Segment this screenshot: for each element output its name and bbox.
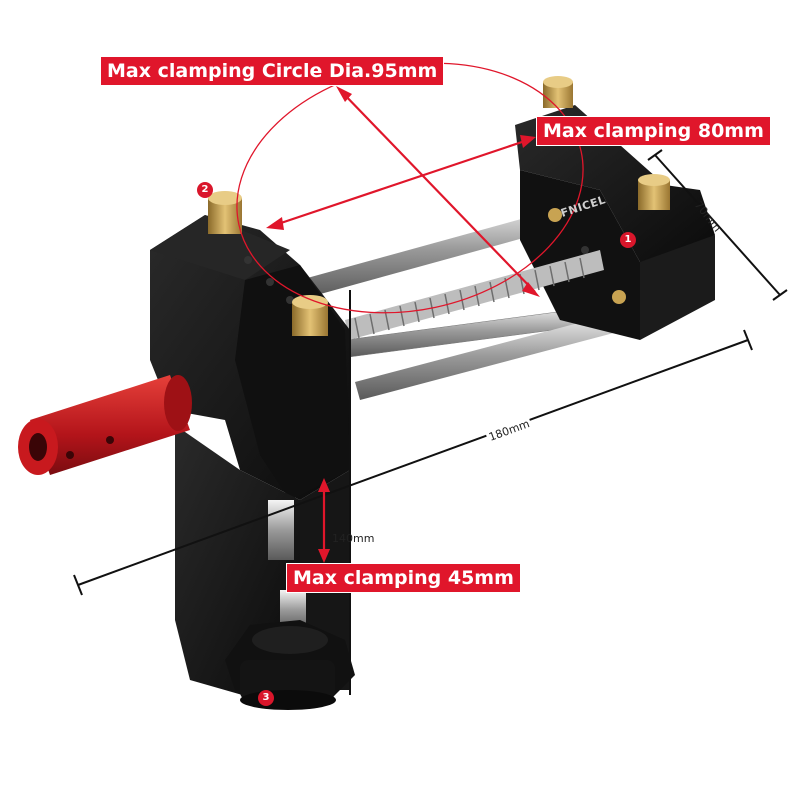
red-handle xyxy=(18,375,192,475)
brass-knob-right-front xyxy=(638,174,670,210)
callout-clamping-circle: Max clamping Circle Dia.95mm xyxy=(100,56,445,86)
callout-clamping-height: Max clamping 45mm xyxy=(286,563,521,593)
callout-clamping-width: Max clamping 80mm xyxy=(536,116,771,146)
badge-two: 2 xyxy=(197,182,213,198)
dimension-lines xyxy=(73,149,788,695)
badge-one: 1 xyxy=(620,232,636,248)
dimension-height-label: 140mm xyxy=(332,532,375,545)
brass-knob-left-front xyxy=(292,295,328,336)
badge-three: 3 xyxy=(258,690,274,706)
star-knob xyxy=(225,620,355,710)
brass-knob-right-top xyxy=(543,76,573,108)
